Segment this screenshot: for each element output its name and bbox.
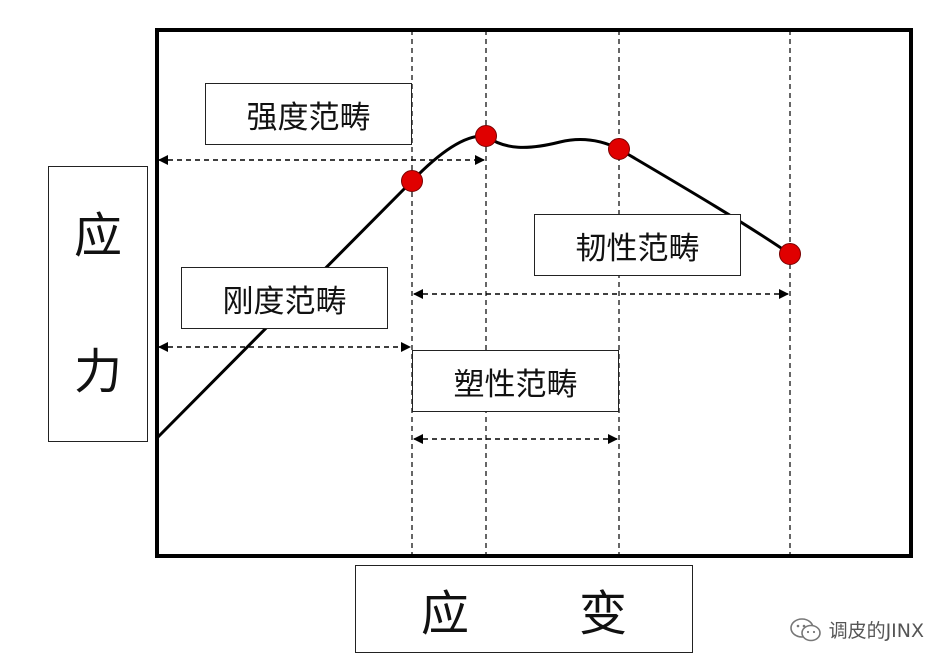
wechat-icon <box>789 617 821 641</box>
watermark-text: 调皮的JINX <box>828 620 924 642</box>
y-axis-char-1: 应 <box>73 208 122 264</box>
necking-point <box>608 138 630 160</box>
toughness-range-text: 韧性范畴 <box>575 230 700 267</box>
plasticity-range-text: 塑性范畴 <box>453 366 578 403</box>
stiffness-range-label: 刚度范畴 <box>181 267 388 329</box>
y-axis-char-2: 力 <box>73 344 122 400</box>
y-axis-label: 应 力 <box>48 166 148 442</box>
yield-point <box>401 170 423 192</box>
watermark: 调皮的JINX <box>789 616 924 643</box>
strength-range-label: 强度范畴 <box>205 83 412 145</box>
strength-range-text: 强度范畴 <box>246 99 371 136</box>
plasticity-range-label: 塑性范畴 <box>412 350 619 412</box>
x-axis-char-2: 变 <box>579 586 628 642</box>
toughness-range-label: 韧性范畴 <box>534 214 741 276</box>
x-axis-char-1: 应 <box>420 586 469 642</box>
ultimate-point <box>475 125 497 147</box>
x-axis-label: 应 变 <box>355 565 693 653</box>
fracture-point <box>779 243 801 265</box>
stress-strain-curve <box>155 134 791 440</box>
plot-frame <box>155 28 913 558</box>
stiffness-range-text: 刚度范畴 <box>222 283 347 320</box>
